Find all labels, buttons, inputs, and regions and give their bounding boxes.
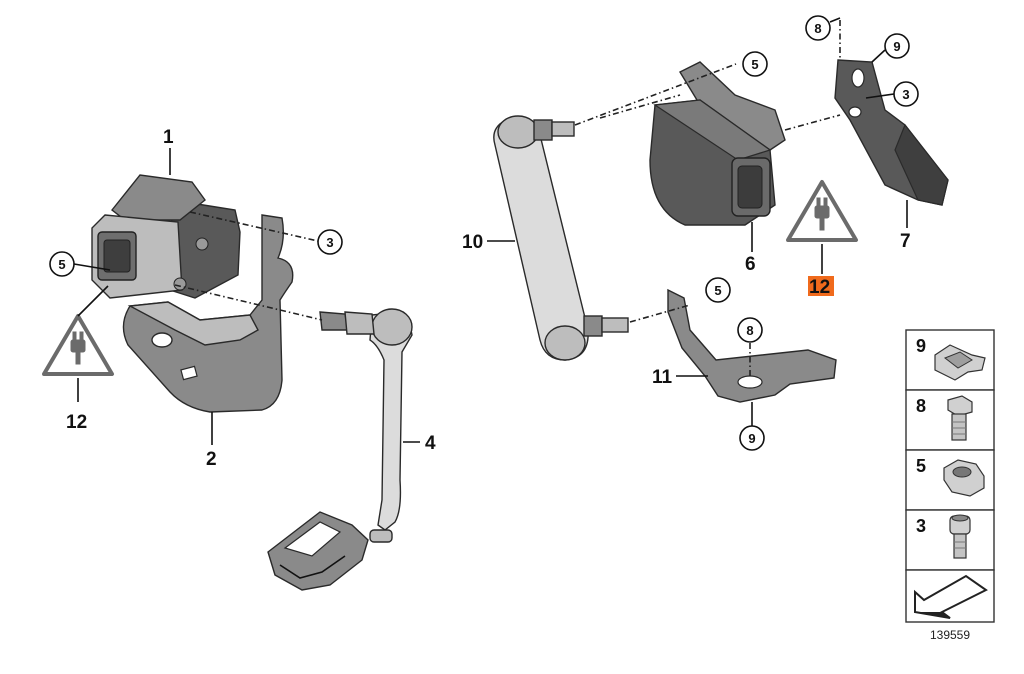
leader-5-left xyxy=(73,263,111,271)
plug-right-icon xyxy=(814,197,830,231)
dashline-rod-sensor xyxy=(599,94,681,119)
rod-4 xyxy=(369,313,413,531)
arrow-direction-icon xyxy=(914,574,988,619)
callout-12-right: 12 xyxy=(809,277,830,298)
bracket-2-slot xyxy=(180,365,198,381)
reference-number: 139559 xyxy=(930,628,970,642)
bracket-2-hole xyxy=(151,332,173,348)
callout-5-left: 5 xyxy=(58,257,65,272)
link-rod-10-top-bolt xyxy=(551,121,575,137)
dashline-5-bottom xyxy=(629,304,691,323)
callout-10: 10 xyxy=(462,232,483,253)
link-rod-10-bottom-nut xyxy=(583,315,603,337)
sensor-1-knob xyxy=(195,237,209,251)
link-rod-10-bottom-bolt xyxy=(601,317,629,333)
callout-4: 4 xyxy=(425,433,436,454)
callout-5-top: 5 xyxy=(751,57,758,72)
hex-bolt-icon xyxy=(947,395,973,441)
bracket-11-hole xyxy=(737,375,763,389)
legend-label-8: 8 xyxy=(916,396,926,416)
callout-9-top: 9 xyxy=(893,39,900,54)
leader-12-left-top xyxy=(77,285,109,317)
leader-9-top xyxy=(871,49,886,63)
bracket-7-side xyxy=(894,123,949,206)
dashline-5-top xyxy=(574,63,737,126)
socket-screw-icon xyxy=(949,514,971,559)
rod-4-bolt-head xyxy=(344,311,375,335)
callout-5-top-circle xyxy=(742,51,768,77)
callout-3-left-circle xyxy=(317,229,343,255)
callout-8-bottom-circle xyxy=(737,317,763,343)
plug-left-icon xyxy=(70,331,86,365)
rod-4-clamp-inner xyxy=(283,521,342,557)
dashline-rod-left xyxy=(174,284,323,321)
rod-4-lower-joint xyxy=(369,529,393,543)
bracket-2 xyxy=(122,214,294,413)
link-rod-10-top-nut xyxy=(533,119,553,141)
callout-6: 6 xyxy=(745,254,756,275)
link-rod-10 xyxy=(493,117,589,361)
callout-12-left: 12 xyxy=(66,412,87,433)
hex-nut-icon xyxy=(943,459,985,497)
legend-label-3: 3 xyxy=(916,516,926,536)
callout-8-top: 8 xyxy=(814,21,821,36)
callout-5-bottom: 5 xyxy=(714,283,721,298)
parts-legend: 9 8 5 3 xyxy=(905,329,995,642)
rod-4-clamp-edge xyxy=(279,555,346,579)
sensor-1-connector-pins xyxy=(103,239,131,273)
link-rod-10-bottom-joint xyxy=(544,325,586,361)
sensor-6-connector-pins xyxy=(737,165,763,209)
legend-label-5: 5 xyxy=(916,456,926,476)
legend-label-9: 9 xyxy=(916,336,926,356)
callout-9-bottom: 9 xyxy=(748,431,755,446)
callout-1: 1 xyxy=(163,127,174,148)
callout-12-right-highlight xyxy=(808,276,834,296)
callout-3-left: 3 xyxy=(326,235,333,250)
clip-nut-icon xyxy=(934,344,986,381)
callout-8-bottom: 8 xyxy=(746,323,753,338)
dashline-3-left xyxy=(189,211,319,242)
callout-5-bottom-circle xyxy=(705,277,731,303)
sensor-6-top-face xyxy=(653,99,772,161)
sensor-1-stud xyxy=(173,277,187,291)
callout-7: 7 xyxy=(900,231,911,252)
link-rod-10-top-joint xyxy=(497,115,539,149)
callout-2: 2 xyxy=(206,449,217,470)
rod-4-bolt xyxy=(319,311,349,331)
callout-8-top-circle xyxy=(805,15,831,41)
leader-3-right xyxy=(865,93,895,99)
bracket-7-mid-hole xyxy=(848,106,862,118)
dashline-3-right xyxy=(784,114,841,131)
bracket-2-top-face xyxy=(127,301,259,346)
leader-8-top xyxy=(829,17,841,23)
left-assembly: 1 2 3 4 5 12 xyxy=(42,127,436,591)
rod-4-ball-joint xyxy=(371,308,413,346)
callout-3-right: 3 xyxy=(902,87,909,102)
callout-9-top-circle xyxy=(884,33,910,59)
bracket-11 xyxy=(667,288,837,403)
right-assembly: 5 5 8 9 3 8 9 10 11 6 7 xyxy=(462,15,949,451)
callout-11: 11 xyxy=(652,367,673,388)
bracket-7-top-hole xyxy=(851,68,865,88)
